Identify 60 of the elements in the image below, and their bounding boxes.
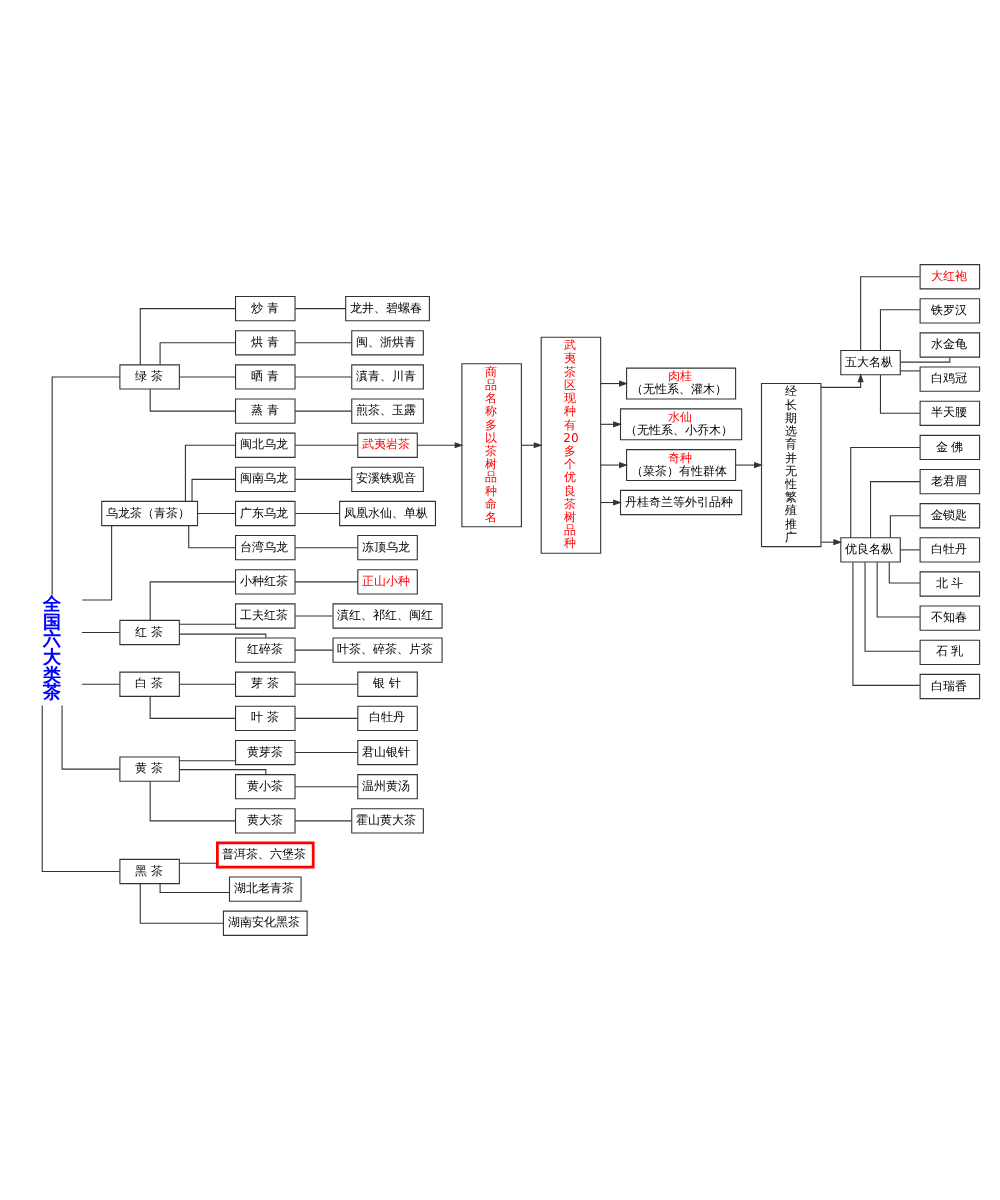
connector: [138, 883, 223, 924]
connector: [80, 683, 120, 685]
connector: [148, 388, 235, 412]
connector: [859, 276, 920, 351]
connector: [293, 786, 358, 788]
connector: [899, 549, 920, 551]
connector: [138, 308, 235, 366]
connector: [888, 515, 920, 539]
connector: [148, 696, 235, 719]
connector: [183, 444, 235, 502]
connector: [177, 623, 235, 625]
connector: [178, 633, 266, 639]
connector: [293, 615, 333, 617]
connector: [80, 525, 112, 601]
connector: [851, 561, 920, 686]
connector: [293, 717, 358, 719]
connector: [849, 446, 920, 539]
arrow: [599, 380, 627, 387]
connector: [293, 649, 333, 651]
connector: [293, 547, 358, 549]
connector: [863, 561, 920, 652]
arrow: [734, 462, 762, 469]
connector: [293, 410, 351, 412]
connector: [899, 356, 950, 363]
node-text: 全国六大类茶: [42, 596, 61, 705]
connector: [187, 525, 235, 549]
connector: [869, 481, 920, 539]
connector: [293, 683, 358, 685]
connector: [875, 561, 920, 618]
connector: [177, 862, 217, 864]
connector: [293, 478, 351, 480]
connector: [293, 752, 358, 754]
connector: [196, 513, 235, 515]
connector: [148, 581, 235, 621]
connector: [80, 631, 120, 634]
connector: [293, 444, 358, 446]
connector: [148, 781, 235, 822]
connector: [293, 308, 346, 310]
connector: [40, 704, 120, 873]
connector: [887, 561, 920, 584]
connector: [50, 376, 120, 596]
connector: [293, 581, 358, 583]
connector: [60, 704, 120, 770]
arrow: [819, 373, 863, 388]
connector: [293, 376, 351, 378]
connector: [158, 342, 235, 366]
arrow: [599, 462, 627, 469]
connector: [158, 883, 229, 893]
connector: [178, 769, 266, 775]
arrow: [415, 442, 463, 449]
connector: [177, 376, 235, 378]
connector: [293, 513, 339, 515]
connector: [190, 478, 236, 502]
connector: [878, 309, 920, 351]
connector: [177, 760, 235, 762]
connector: [177, 683, 235, 685]
connector: [878, 374, 920, 414]
connector: [293, 820, 351, 822]
connector: [899, 370, 920, 372]
connector: [293, 342, 351, 344]
